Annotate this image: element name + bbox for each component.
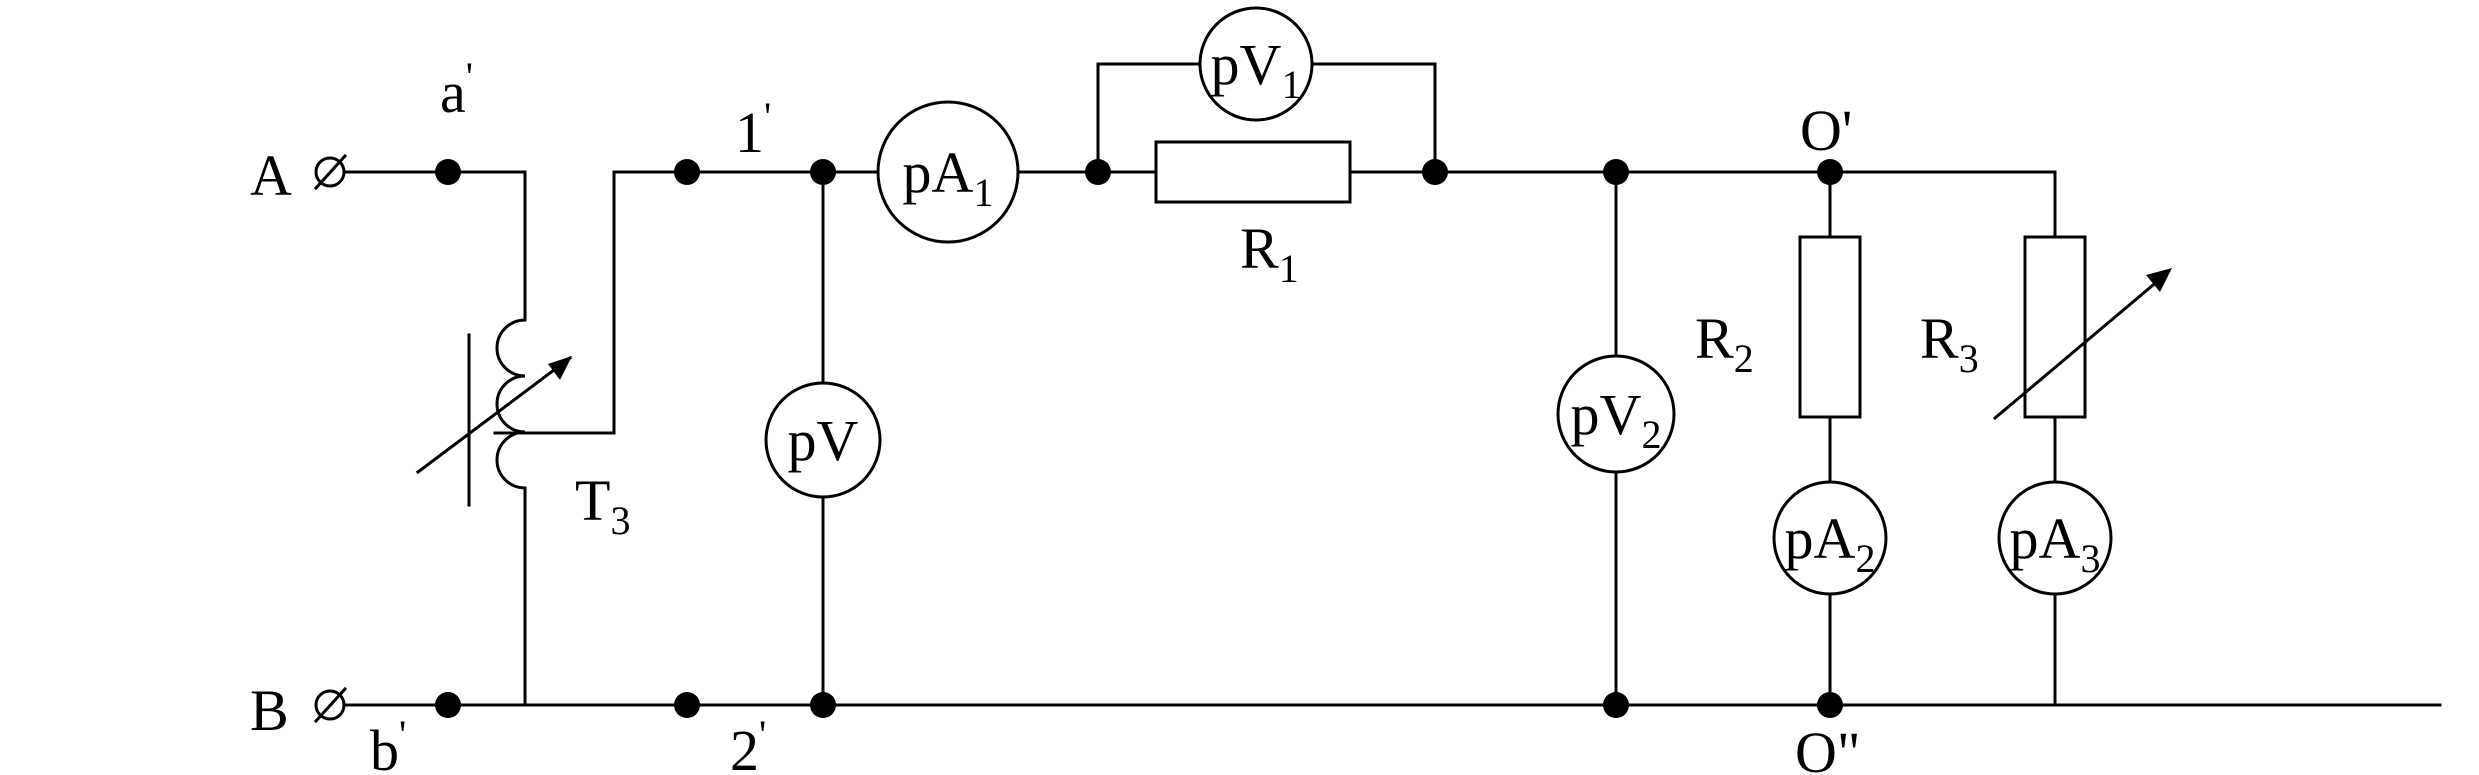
resistor-R1: R1 bbox=[1154, 140, 1352, 291]
terminal-B-label: B bbox=[250, 678, 289, 743]
node-r1-left bbox=[1085, 159, 1111, 185]
terminal-A-label: A bbox=[250, 143, 292, 208]
variable-arrow-head bbox=[2146, 268, 2172, 292]
pV-label: pV bbox=[788, 408, 859, 473]
node-pv-top bbox=[810, 159, 836, 185]
transformer-label: T3 bbox=[575, 468, 630, 543]
meter-pA2: pA2 bbox=[1772, 480, 1888, 596]
pA1-label: pA1 bbox=[903, 140, 994, 215]
label-1-prime: 1' bbox=[735, 94, 771, 165]
adjust-arrow-shaft bbox=[415, 355, 573, 475]
meter-pV1: pV1 bbox=[1198, 6, 1314, 122]
resistor-R3: R3 bbox=[1920, 235, 2172, 421]
label-2-prime: 2' bbox=[730, 712, 766, 775]
node-b-prime bbox=[435, 692, 461, 718]
node-1-prime bbox=[674, 159, 700, 185]
node-O-prime bbox=[1817, 159, 1843, 185]
node-pv-bottom bbox=[810, 692, 836, 718]
node-a-prime bbox=[435, 159, 461, 185]
label-O-double-prime: O" bbox=[1795, 720, 1861, 775]
R1-label: R1 bbox=[1240, 216, 1299, 291]
variable-arrow-shaft bbox=[1992, 272, 2168, 421]
node-dots bbox=[435, 159, 1843, 718]
node-2-prime bbox=[674, 692, 700, 718]
wires bbox=[343, 62, 2442, 707]
meter-pA1: pA1 bbox=[876, 100, 1020, 244]
pV1-label: pV1 bbox=[1211, 32, 1302, 107]
R2-label: R2 bbox=[1695, 306, 1754, 381]
transformer-T3: T3 bbox=[415, 303, 630, 543]
pA2-label: pA2 bbox=[1785, 506, 1876, 581]
terminal-B: B bbox=[250, 678, 348, 743]
resistor-R2: R2 bbox=[1695, 235, 1862, 419]
meter-pV2: pV2 bbox=[1556, 354, 1676, 474]
label-O-prime: O' bbox=[1800, 98, 1852, 163]
node-pv2-top bbox=[1603, 159, 1629, 185]
meter-pV: pV bbox=[764, 381, 882, 499]
adjust-arrow-head bbox=[548, 356, 572, 380]
terminal-A: A bbox=[250, 143, 348, 208]
pA3-label: pA3 bbox=[2010, 506, 2101, 581]
node-labels: a' b' 1' 2' O' O" bbox=[370, 54, 1861, 775]
node-pv2-bottom bbox=[1603, 692, 1629, 718]
meter-pA3: pA3 bbox=[1997, 480, 2113, 596]
label-a-prime: a' bbox=[440, 54, 473, 125]
node-O-double-prime bbox=[1817, 692, 1843, 718]
R3-label: R3 bbox=[1920, 306, 1979, 381]
label-b-prime: b' bbox=[370, 712, 406, 775]
node-r1-right bbox=[1422, 159, 1448, 185]
pV2-label: pV2 bbox=[1571, 382, 1662, 457]
